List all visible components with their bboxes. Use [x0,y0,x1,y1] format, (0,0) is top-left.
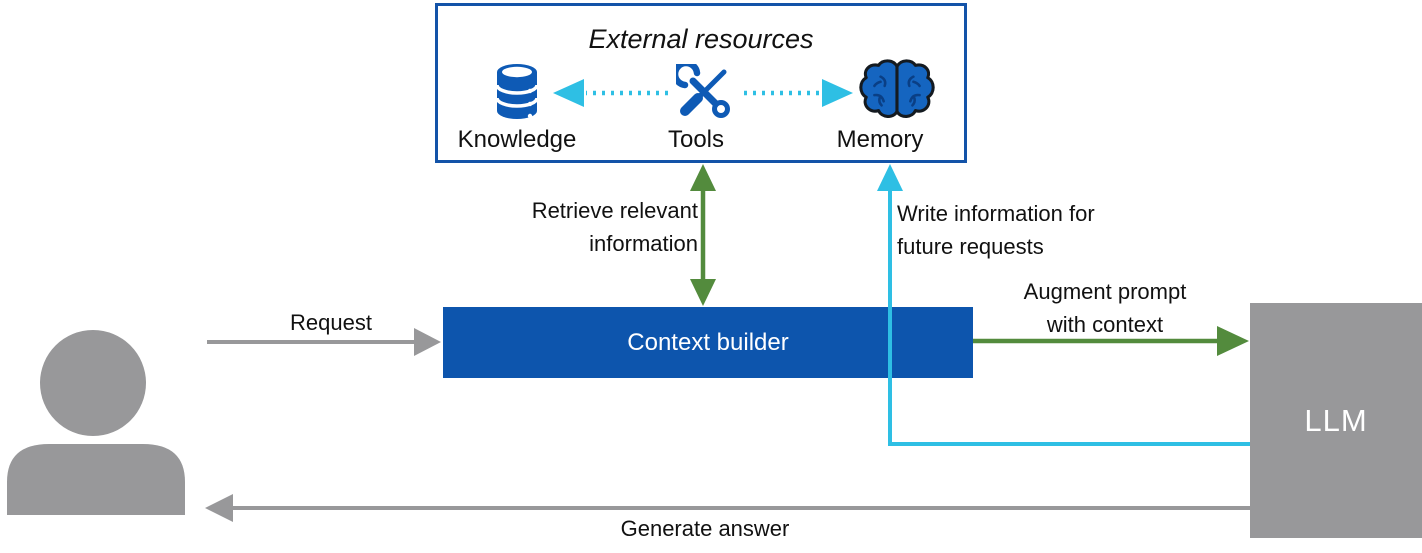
llm-label: LLM [1304,402,1368,438]
database-icon [495,64,539,119]
context-builder-box: Context builder [443,307,973,378]
retrieve-label: Retrieve relevant information [531,198,698,256]
knowledge-label: Knowledge [457,126,577,153]
generate-answer-label: Generate answer [620,516,790,541]
augment-label: Augment prompt with context [1023,279,1187,337]
user-person-icon [7,330,185,515]
context-builder-label: Context builder [627,328,789,356]
tools-label: Tools [667,126,725,153]
tools-icon [676,64,730,118]
memory-label: Memory [836,126,924,153]
external-resources-title: External resources [588,24,814,54]
write-label: Write information for future requests [897,201,1095,259]
brain-icon [859,59,935,118]
llm-box: LLM [1250,303,1422,538]
request-label: Request [290,310,372,335]
